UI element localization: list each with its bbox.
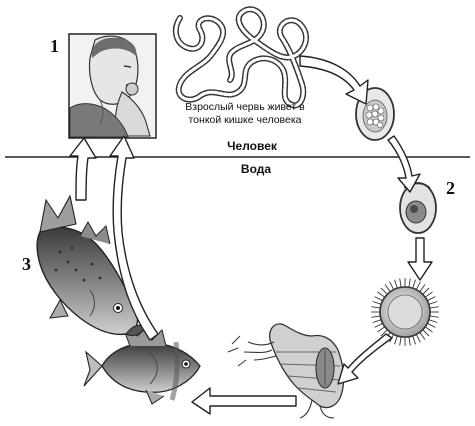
stage-number-2: 2	[446, 178, 455, 198]
cilium	[385, 285, 390, 292]
cilium	[423, 288, 429, 294]
cilium	[375, 297, 383, 301]
cilium	[430, 316, 439, 317]
cilium	[416, 282, 420, 290]
cilium	[395, 280, 398, 289]
arrow-fish-to-human	[70, 138, 96, 200]
caption-line-1: Взрослый червь живет в	[185, 101, 305, 113]
cilium	[427, 297, 435, 301]
arrow-embryo-to-larva	[408, 238, 432, 280]
cilium	[425, 292, 432, 297]
cilium	[381, 288, 387, 294]
cilium	[378, 327, 385, 332]
cilium	[378, 292, 385, 297]
cilium	[373, 320, 382, 323]
cilium	[413, 336, 416, 345]
cilium	[427, 323, 435, 327]
human-portrait	[69, 34, 156, 138]
arrow-larva-to-copepod	[338, 334, 392, 384]
cilium	[371, 316, 380, 317]
cilium	[395, 336, 398, 345]
cilium	[400, 278, 401, 287]
arrow-egg-to-embryo	[388, 136, 420, 192]
stage-number-1: 1	[50, 36, 59, 56]
cilium	[423, 330, 429, 336]
predatory-fish	[37, 196, 146, 336]
cilium	[373, 302, 382, 305]
cilium	[420, 285, 425, 292]
coracidium-larva	[371, 278, 439, 346]
cilium	[429, 320, 438, 323]
cilium	[409, 337, 410, 346]
cilium	[375, 323, 383, 327]
cilium	[416, 334, 420, 342]
zone-label-human: Человек	[227, 139, 278, 153]
cilium	[390, 282, 394, 290]
arrow-worm-to-egg	[300, 56, 368, 104]
cilium	[371, 307, 380, 308]
stage-number-3: 3	[22, 254, 31, 274]
cilium	[413, 280, 416, 289]
cilium	[400, 337, 401, 346]
caption-line-2: тонкой кишке человека	[188, 114, 301, 126]
adult-worm	[176, 9, 306, 105]
cilium	[425, 327, 432, 332]
cilium	[409, 278, 410, 287]
cilium	[429, 302, 438, 305]
cilium	[420, 332, 425, 339]
arrow-copepod-to-fish	[192, 388, 296, 414]
embryonated-egg	[400, 183, 436, 233]
cilium	[430, 307, 439, 308]
zone-label-water: Вода	[241, 162, 271, 176]
small-fish	[84, 326, 200, 404]
